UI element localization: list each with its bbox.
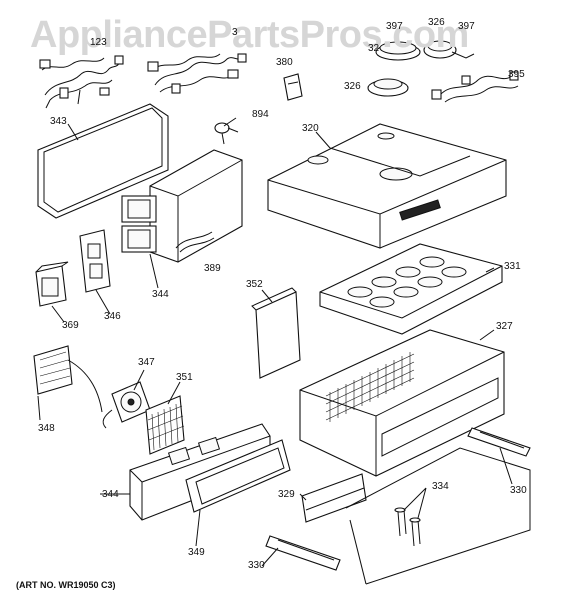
callout-397-right: 397: [458, 21, 475, 32]
part-329-rail: [301, 473, 367, 523]
callout-326-mid: 326: [344, 81, 361, 92]
watermark-logo: AppliancePartsPros.com: [30, 14, 469, 56]
part-330-slide-right: [467, 427, 531, 457]
callout-334: 334: [432, 481, 449, 492]
callout-32: 32: [368, 43, 380, 54]
callout-329: 329: [278, 489, 295, 500]
part-389-tube: [175, 231, 215, 253]
callout-351: 351: [176, 372, 193, 383]
callout-397-left: 397: [386, 21, 403, 32]
callout-352: 352: [246, 279, 263, 290]
callout-380: 380: [276, 57, 293, 68]
callout-330-bottom: 330: [248, 560, 265, 571]
part-352-plate: [251, 287, 301, 379]
art-number-label: (ART NO. WR19050 C3): [16, 580, 116, 590]
part-348-heater-panel: [33, 345, 103, 413]
part-346-frame: [79, 229, 111, 293]
callout-327: 327: [496, 321, 513, 332]
drawer-grille: [325, 352, 415, 422]
callout-3: 3: [232, 27, 238, 38]
part-369-box: [35, 261, 69, 307]
part-343-panel: [37, 103, 169, 219]
part-347-fan: [102, 381, 151, 429]
part-380-clip: [283, 73, 303, 101]
callout-123: 123: [90, 37, 107, 48]
wire-harness-395: [431, 71, 519, 103]
part-331-tray: [319, 243, 503, 335]
callout-344-upper: 344: [152, 289, 169, 300]
callout-395: 395: [508, 69, 525, 80]
callout-331: 331: [504, 261, 521, 272]
drawer-frame: [345, 447, 531, 585]
callout-326-top: 326: [428, 17, 445, 28]
callout-347: 347: [138, 357, 155, 368]
wire-harness-3: [147, 53, 247, 94]
part-344-duct-upper: [121, 149, 243, 263]
callout-389: 389: [204, 263, 221, 274]
part-894-sensor: [214, 122, 239, 145]
callout-348: 348: [38, 423, 55, 434]
callout-349: 349: [188, 547, 205, 558]
callout-344-lower: 344: [102, 489, 119, 500]
callout-894: 894: [252, 109, 269, 120]
leader-lines: [37, 117, 513, 567]
part-349-bezel: [185, 439, 291, 513]
part-327-drawer: [299, 329, 505, 477]
part-334-screws: [394, 507, 421, 547]
callout-343: 343: [50, 116, 67, 127]
callout-330-right: 330: [510, 485, 527, 496]
part-320-cover: [267, 123, 507, 249]
callout-369: 369: [62, 320, 79, 331]
callout-346: 346: [104, 311, 121, 322]
parts-397-326-knobs: [367, 40, 475, 97]
part-330-slide-bottom: [265, 535, 341, 571]
part-351-grille: [145, 395, 185, 455]
wire-harness-123: [39, 55, 124, 109]
callout-320: 320: [302, 123, 319, 134]
